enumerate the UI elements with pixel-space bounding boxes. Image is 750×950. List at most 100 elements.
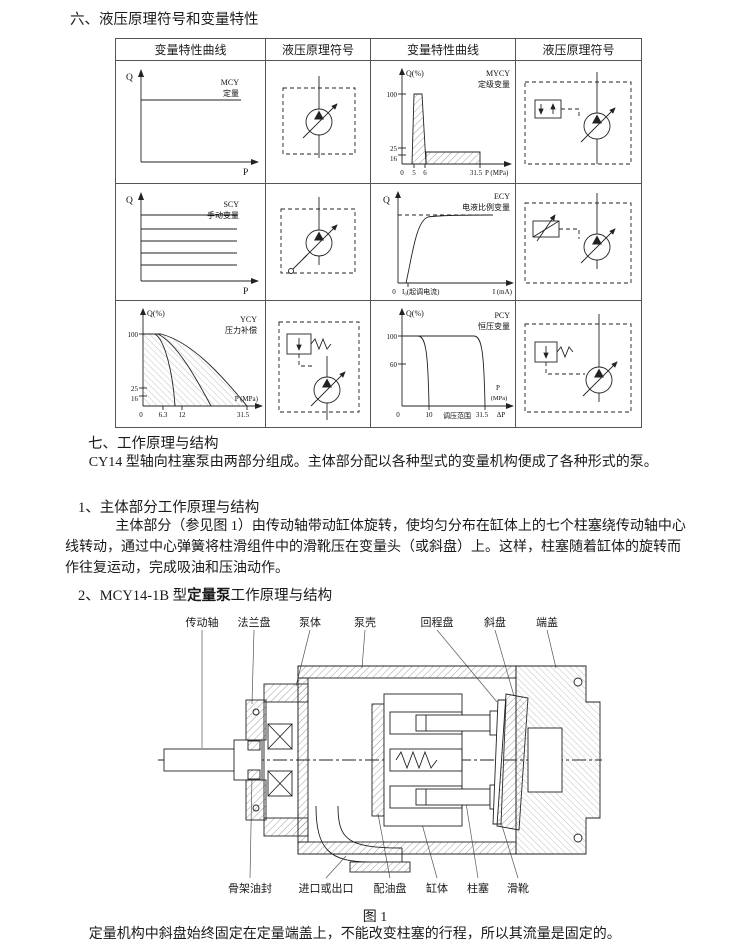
table-header-curve-2: 变量特性曲线 xyxy=(371,39,516,61)
ycy-origin: 0 xyxy=(139,411,143,419)
hydraulic-symbol-ycy-icon xyxy=(278,321,359,420)
chart-ycy: Q(%) 100 25 16 0 6.3 12 31.5 P (MPa) YCY… xyxy=(127,308,263,419)
bearing-part xyxy=(267,723,293,797)
cell-chart-mcy: Q P MCY 定量 xyxy=(116,61,266,184)
section6-title: 六、液压原理符号和变量特性 xyxy=(70,12,259,28)
pcy-xtick-10: 10 xyxy=(425,411,433,419)
hydraulic-symbol-ecy-icon xyxy=(524,192,632,283)
chart-pcy: Q(%) 100 60 0 10 调压范围 31.5 ΔP P (MPa) PC… xyxy=(386,308,514,420)
mycy-ytick-100: 100 xyxy=(386,91,397,99)
pump-cross-section-figure xyxy=(158,629,602,879)
pcy-delta-label: ΔP xyxy=(496,411,505,419)
mcy-ylabel: Q xyxy=(126,73,133,83)
pcy-range-label: 调压范围 xyxy=(443,411,471,420)
cell-symbol-ecy xyxy=(516,184,641,301)
mycy-name: 定级变量 xyxy=(478,79,510,89)
hydraulic-symbol-mcy-icon xyxy=(282,75,355,158)
mycy-xtick-6: 6 xyxy=(423,169,427,177)
closing-paragraph: 定量机构中斜盘始终固定在定量端盖上，不能改变柱塞的行程，所以其流量是固定的。 xyxy=(88,927,621,942)
chart-mycy: Q(%) 100 25 16 0 5 6 31.5 P (MPa) MYCY 定… xyxy=(386,67,512,177)
pcy-code: PCY xyxy=(494,311,510,320)
mycy-ylabel: Q(%) xyxy=(406,69,424,78)
mcy-name: 定量 xyxy=(223,88,239,98)
figure-label-valve-plate: 配油盘 xyxy=(373,883,407,895)
figure-1: 传动轴 法兰盘 泵体 泵壳 回程盘 斜盘 端盖 骨架油封 进口或出口 配油盘 缸… xyxy=(150,610,610,910)
figure-label-shoe: 滑靴 xyxy=(507,883,529,895)
figure-label-drive-shaft: 传动轴 xyxy=(185,617,219,629)
figure-label-return-plate: 回程盘 xyxy=(420,617,454,629)
section7-title: 七、工作原理与结构 xyxy=(88,436,219,452)
figure-label-flange: 法兰盘 xyxy=(237,617,271,629)
figure-label-swash-plate: 斜盘 xyxy=(484,617,506,629)
ecy-ylabel: Q xyxy=(383,196,390,206)
figure-label-pump-shell: 泵壳 xyxy=(354,617,376,629)
ycy-xtick-12: 12 xyxy=(178,411,186,419)
ecy-xlabel: I (mA) xyxy=(492,288,512,296)
table-header-symbol-2: 液压原理符号 xyxy=(516,39,641,61)
figure-label-inlet-outlet: 进口或出口 xyxy=(298,883,354,895)
subsection1-title: 1、主体部分工作原理与结构 xyxy=(78,500,260,516)
cell-chart-scy: Q P SCY 手动变量 xyxy=(116,184,266,301)
hydraulic-symbol-mycy-icon xyxy=(524,71,632,164)
figure-label-end-cover: 端盖 xyxy=(536,617,558,629)
pcy-xlabel-unit: (MPa) xyxy=(490,395,507,402)
hydraulic-symbol-pcy-icon xyxy=(524,314,632,413)
cell-chart-ycy: Q(%) 100 25 16 0 6.3 12 31.5 P (MPa) YCY… xyxy=(116,301,266,427)
figure-label-cylinder-block: 缸体 xyxy=(426,883,448,895)
cell-chart-ecy: Q 0 I₀(起调电流) I (mA) ECY 电液比例变量 xyxy=(371,184,516,301)
hydraulic-symbol-scy-icon xyxy=(280,196,355,274)
cell-symbol-ycy xyxy=(266,301,371,427)
scy-code: SCY xyxy=(223,200,239,209)
ycy-ytick-16: 16 xyxy=(131,395,139,403)
cell-symbol-mycy xyxy=(516,61,641,184)
ecy-name: 电液比例变量 xyxy=(462,202,510,212)
mycy-xlabel: P (MPa) xyxy=(485,169,509,177)
pcy-origin: 0 xyxy=(396,411,400,419)
scy-ylabel: Q xyxy=(126,196,133,206)
cell-symbol-scy xyxy=(266,184,371,301)
scy-name: 手动变量 xyxy=(207,210,239,220)
mycy-ytick-25: 25 xyxy=(390,145,398,153)
table-header-symbol-1: 液压原理符号 xyxy=(266,39,371,61)
mycy-xtick-5: 5 xyxy=(412,169,416,177)
cell-chart-mycy: Q(%) 100 25 16 0 5 6 31.5 P (MPa) MYCY 定… xyxy=(371,61,516,184)
ycy-ylabel: Q(%) xyxy=(147,309,165,318)
ycy-ytick-25: 25 xyxy=(131,385,139,393)
cell-symbol-pcy xyxy=(516,301,641,427)
drive-shaft-part xyxy=(163,739,263,781)
table-header-curve-1: 变量特性曲线 xyxy=(116,39,266,61)
pcy-ylabel: Q(%) xyxy=(406,309,424,318)
figure-caption: 图 1 xyxy=(362,910,388,925)
mcy-code: MCY xyxy=(220,78,238,87)
chart-scy: Q P SCY 手动变量 xyxy=(126,191,259,297)
mcy-xlabel: P xyxy=(243,168,248,178)
mycy-ytick-16: 16 xyxy=(390,155,398,163)
ecy-origin: 0 xyxy=(392,288,396,296)
pcy-xlabel-p: P xyxy=(496,384,500,392)
pump-body-part xyxy=(263,683,309,837)
cell-symbol-mcy xyxy=(266,61,371,184)
mycy-code: MYCY xyxy=(485,69,509,78)
piston-part xyxy=(415,714,491,806)
chart-mcy: Q P MCY 定量 xyxy=(126,68,259,178)
intro-paragraph: CY14 型轴向柱塞泵由两部分组成。主体部分配以各种型式的变量机构便成了各种形式… xyxy=(88,455,658,470)
figure-label-shaft-seal: 骨架油封 xyxy=(228,883,272,895)
cell-chart-pcy: Q(%) 100 60 0 10 调压范围 31.5 ΔP P (MPa) PC… xyxy=(371,301,516,427)
main-body-paragraph: 主体部分（参见图 1）由传动轴带动缸体旋转，使均匀分布在缸体上的七个柱塞绕传动轴… xyxy=(65,519,686,576)
mycy-xtick-315: 31.5 xyxy=(469,169,482,177)
end-cover-part xyxy=(515,665,601,855)
figure-label-piston: 柱塞 xyxy=(467,883,489,895)
pcy-name: 恒压变量 xyxy=(478,321,510,331)
shaft-seal-part xyxy=(247,740,261,780)
pcy-ytick-60: 60 xyxy=(390,361,398,369)
subsection2-title: 2、MCY14-1B 型定量泵工作原理与结构 xyxy=(78,584,332,605)
pcy-ytick-100: 100 xyxy=(386,333,397,341)
pcy-xtick-315: 31.5 xyxy=(475,411,488,419)
ecy-xtick-i0: I₀(起调电流) xyxy=(402,287,440,296)
characteristics-table: 变量特性曲线 液压原理符号 变量特性曲线 液压原理符号 Q P MCY 定量 xyxy=(115,38,642,428)
subsection2-prefix: 2、MCY14-1B 型 xyxy=(78,588,188,604)
ycy-ytick-100: 100 xyxy=(127,331,138,339)
inlet-outlet-passage-part xyxy=(315,805,411,873)
scy-xlabel: P xyxy=(243,287,248,297)
